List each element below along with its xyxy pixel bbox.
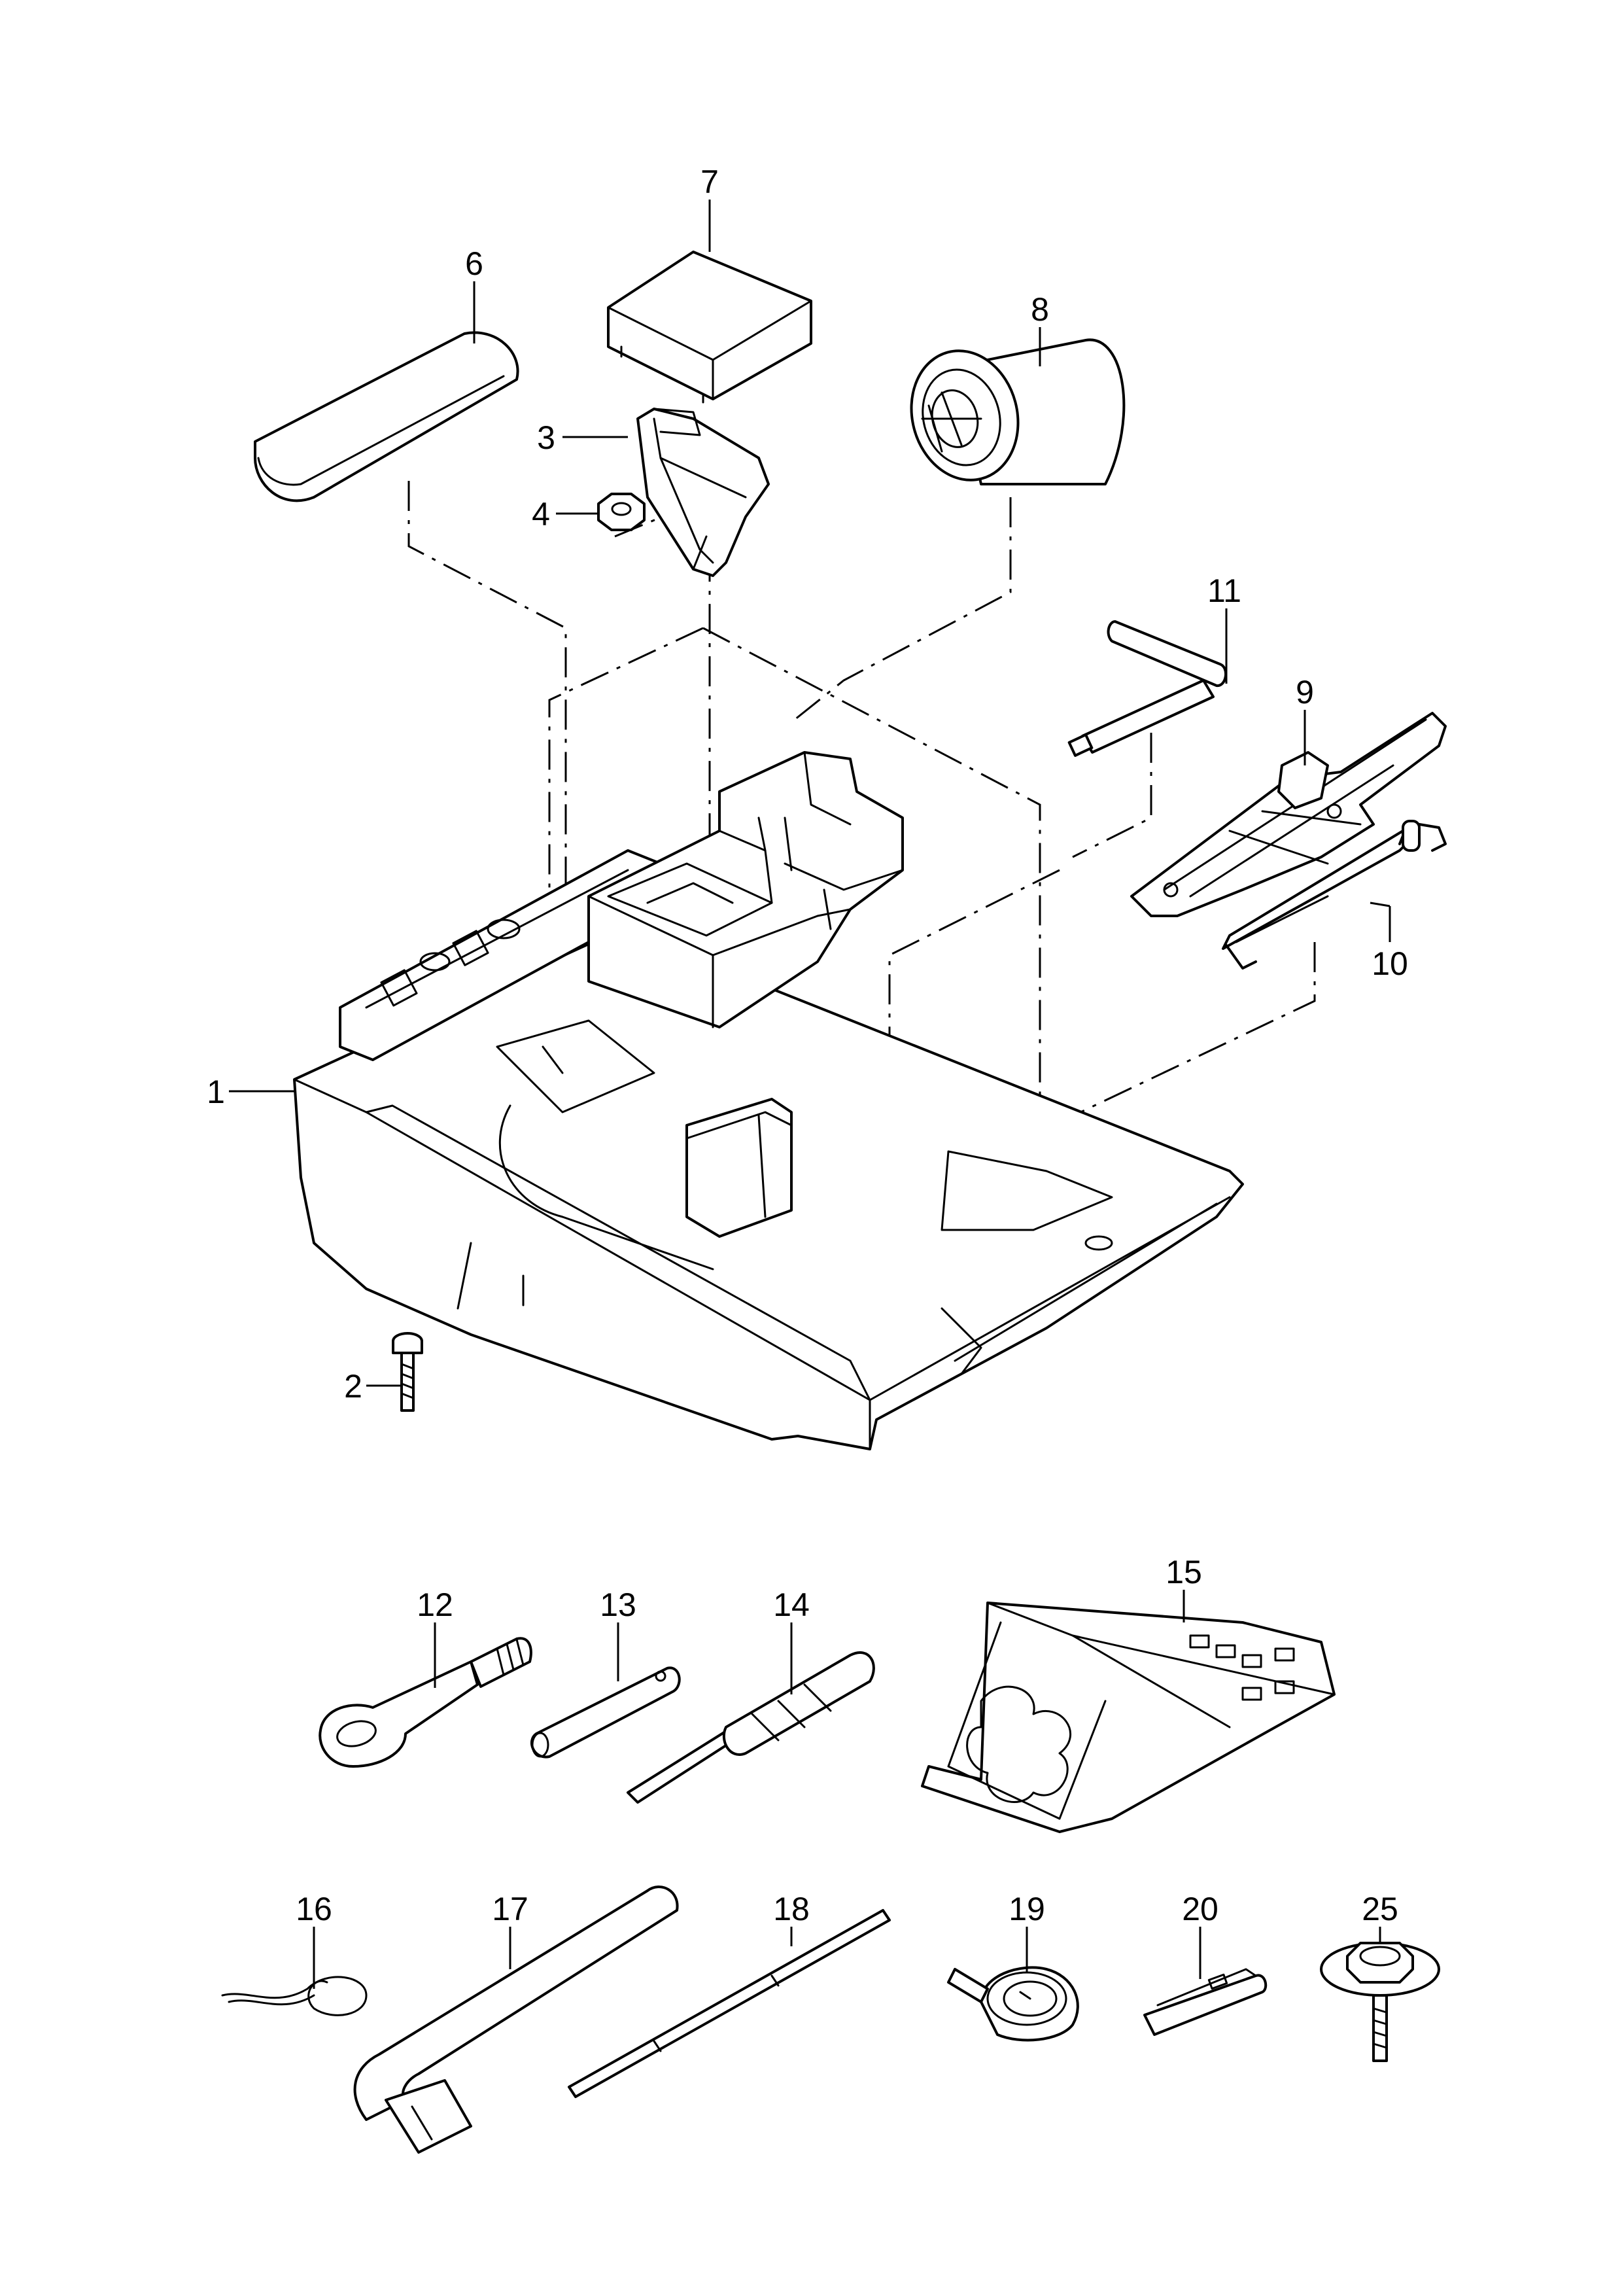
part-1-well: [587, 751, 904, 1028]
leader-lines: [229, 200, 1391, 1989]
callout-20: 20: [1182, 1891, 1218, 1927]
part-3-bracket: [636, 408, 770, 577]
part-20-valve-tool: [1143, 1968, 1268, 2036]
callout-25: 25: [1362, 1891, 1398, 1927]
callout-15: 15: [1166, 1554, 1202, 1590]
part-12-towing-eye: [319, 1637, 532, 1768]
part-6-pad: [254, 331, 519, 502]
callout-4: 4: [532, 496, 550, 533]
part-17-wheel-brace: [353, 1885, 679, 2154]
part-4-nut: [597, 493, 646, 531]
part-14-screwdriver: [627, 1651, 875, 1804]
part-9-jack: [1130, 712, 1447, 917]
callout-16: 16: [296, 1891, 332, 1927]
callout-9: 9: [1296, 674, 1314, 710]
callout-19: 19: [1009, 1891, 1045, 1927]
callout-13: 13: [600, 1586, 636, 1623]
callout-10: 10: [1372, 945, 1408, 982]
part-8-compressor: [910, 338, 1126, 485]
callout-labels: 7 6 8 3 4 11 9 10 1 2 12 13 14 15 16 17 …: [207, 164, 1408, 1927]
part-11-bar: [1067, 620, 1227, 757]
part-7-box: [607, 251, 812, 404]
callout-12: 12: [417, 1586, 453, 1623]
callout-14: 14: [773, 1586, 810, 1623]
part-16-clip: [221, 1976, 368, 2016]
part-13-pin: [530, 1666, 681, 1759]
callout-6: 6: [465, 245, 483, 282]
callout-1: 1: [207, 1074, 225, 1110]
callout-7: 7: [700, 164, 719, 200]
part-25-knob: [1320, 1942, 1440, 2062]
assembly-lines: [407, 481, 1316, 1204]
callout-17: 17: [492, 1891, 528, 1927]
callout-3: 3: [537, 419, 555, 456]
callout-8: 8: [1031, 291, 1049, 328]
callout-11: 11: [1207, 572, 1241, 609]
part-18-rod: [568, 1909, 891, 2098]
callout-2: 2: [344, 1368, 362, 1405]
part-1-tray: [293, 849, 1244, 1450]
part-19-gauge: [947, 1966, 1079, 2042]
part-2-screw: [392, 1332, 423, 1412]
part-15-triangle: [921, 1602, 1336, 1833]
callout-18: 18: [773, 1891, 810, 1927]
part-10-crank: [1222, 820, 1447, 970]
